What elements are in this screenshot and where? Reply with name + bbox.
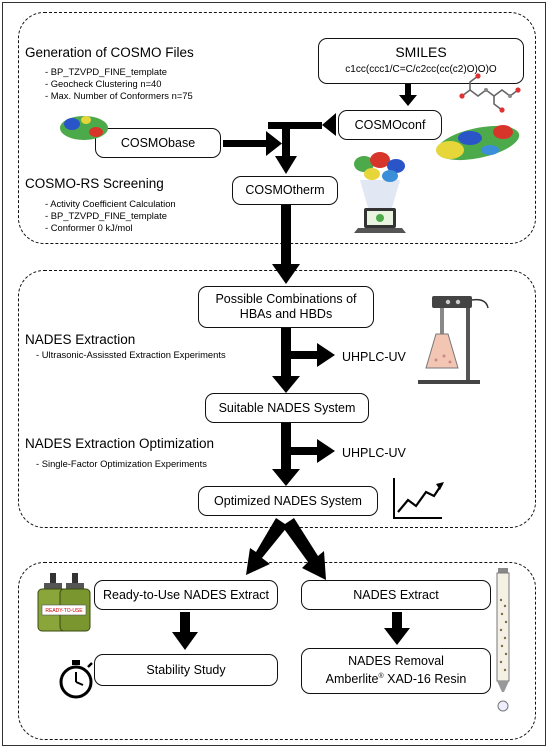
arrow-combinations-to-suitable bbox=[272, 328, 335, 393]
removal-brand: Amberlite bbox=[325, 672, 379, 687]
laptop-screening-icon bbox=[354, 152, 406, 233]
extract-bottles-icon: READY-TO-USE bbox=[37, 573, 91, 632]
smiles-string: c1cc(ccc1/C=C/c2cc(cc(c2)O)O)O bbox=[345, 64, 497, 75]
suitable-label: Suitable NADES System bbox=[218, 400, 356, 415]
arrow-split-left bbox=[246, 518, 288, 575]
ready-label: Ready-to-Use NADES Extract bbox=[102, 587, 270, 602]
bottle-label-text: READY-TO-USE bbox=[45, 608, 83, 614]
combinations-box: Possible Combinations of HBAs and HBDs bbox=[198, 286, 374, 328]
suitable-nades-box: Suitable NADES System bbox=[205, 393, 369, 423]
bullet-item: Activity Coefficient Calculation bbox=[45, 198, 175, 210]
cosmotherm-label: COSMOtherm bbox=[245, 183, 325, 197]
arrow-cosmobase-to-cosmotherm bbox=[223, 131, 282, 156]
cosmo-surface-icon bbox=[436, 125, 520, 161]
arrow-into-cosmotherm bbox=[275, 156, 297, 174]
arrow-extract-to-removal bbox=[384, 612, 410, 645]
trend-chart-icon bbox=[393, 478, 444, 519]
application-section bbox=[18, 562, 536, 740]
generation-heading: Generation of COSMO Files bbox=[25, 45, 194, 60]
stability-box: Stability Study bbox=[94, 654, 278, 686]
smiles-box: SMILES c1cc(ccc1/C=C/c2cc(cc(c2)O)O)O bbox=[318, 38, 524, 84]
arrow-suitable-to-optimized bbox=[272, 423, 335, 486]
optimization-bullets: Single-Factor Optimization Experiments bbox=[36, 458, 207, 470]
cosmoconf-box: COSMOconf bbox=[338, 110, 442, 140]
nades-extract-box: NADES Extract bbox=[301, 580, 491, 610]
bullet-item: Max. Number of Conformers n=75 bbox=[45, 90, 193, 102]
removal-line1: NADES Removal bbox=[348, 654, 444, 669]
screening-bullets: Activity Coefficient Calculation BP_TZVP… bbox=[45, 198, 176, 234]
generation-bullets: BP_TZVPD_FINE_template Geocheck Clusteri… bbox=[45, 66, 193, 102]
optimized-nades-box: Optimized NADES System bbox=[198, 486, 378, 516]
arrow-section1-to-section2 bbox=[272, 205, 300, 284]
screening-heading: COSMO-RS Screening bbox=[25, 176, 164, 191]
smiles-title: SMILES bbox=[395, 44, 447, 60]
removal-line2: Amberlite® XAD-16 Resin bbox=[326, 669, 467, 687]
uhplc-uv-label-2: UHPLC-UV bbox=[342, 446, 406, 460]
uhplc-uv-label-1: UHPLC-UV bbox=[342, 350, 406, 364]
cosmotherm-box: COSMOtherm bbox=[232, 176, 338, 205]
arrow-split-right bbox=[282, 518, 326, 580]
bullet-item: Single-Factor Optimization Experiments bbox=[36, 458, 207, 470]
cosmobase-label: COSMObase bbox=[120, 135, 196, 150]
removal-rest: XAD-16 Resin bbox=[383, 672, 467, 687]
extraction-bullets: Ultrasonic-Assissted Extraction Experime… bbox=[36, 349, 226, 361]
arrow-smiles-to-cosmoconf bbox=[399, 84, 417, 106]
cosmo-surface-icon-small bbox=[60, 116, 108, 140]
cosmo-files-section bbox=[18, 12, 536, 244]
cosmoconf-label: COSMOconf bbox=[354, 117, 426, 132]
resin-column-icon bbox=[496, 568, 510, 712]
registered-mark: ® bbox=[378, 673, 384, 681]
combinations-line2: HBAs and HBDs bbox=[239, 307, 333, 321]
cosmobase-box: COSMObase bbox=[95, 128, 221, 158]
bullet-item: Ultrasonic-Assissted Extraction Experime… bbox=[36, 349, 226, 361]
arrow-ready-to-stability bbox=[172, 612, 198, 650]
bullet-item: BP_TZVPD_FINE_template bbox=[45, 66, 193, 78]
arrow-cosmoconf-to-cosmotherm bbox=[268, 113, 336, 158]
bullet-item: Conformer 0 kJ/mol bbox=[45, 222, 176, 234]
bullet-item: BP_TZVPD_FINE_template bbox=[45, 210, 176, 222]
bullet-item: Geocheck Clustering n=40 bbox=[45, 78, 193, 90]
optimized-label: Optimized NADES System bbox=[214, 493, 362, 508]
nades-removal-box: NADES Removal Amberlite® XAD-16 Resin bbox=[301, 648, 491, 694]
stability-label: Stability Study bbox=[146, 662, 226, 677]
ultrasonic-flask-icon bbox=[418, 296, 489, 384]
molecule-icon bbox=[459, 73, 521, 113]
extract-label: NADES Extract bbox=[353, 587, 439, 602]
optimization-heading: NADES Extraction Optimization bbox=[25, 436, 215, 451]
combinations-line1: Possible Combinations of bbox=[215, 292, 357, 306]
ready-to-use-box: Ready-to-Use NADES Extract bbox=[94, 580, 278, 610]
extraction-heading: NADES Extraction bbox=[25, 332, 136, 347]
stopwatch-icon bbox=[59, 660, 93, 699]
